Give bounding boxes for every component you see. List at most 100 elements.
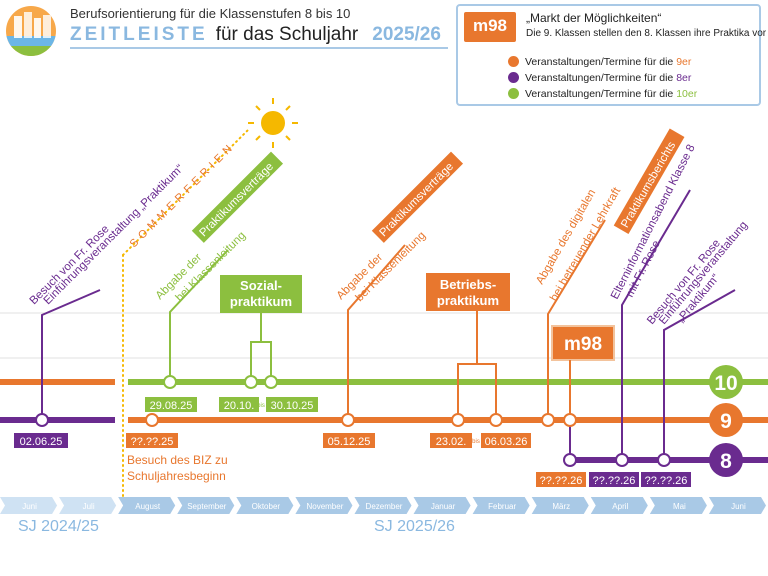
legend-item-9er: Veranstaltungen/Termine für die 9er bbox=[508, 56, 691, 68]
month-chevron bbox=[0, 497, 58, 514]
sozial-start-marker bbox=[244, 375, 258, 389]
vertraege9-tag: Praktikumsverträge bbox=[371, 151, 464, 243]
markt-date-box bbox=[536, 472, 586, 487]
month-label: Juli bbox=[83, 502, 95, 511]
month-chevron bbox=[472, 497, 530, 514]
rose-2025-connector bbox=[41, 289, 101, 420]
markt-logo-text: m98 bbox=[472, 16, 508, 35]
vertraege10-marker bbox=[163, 375, 177, 389]
grade10-label: 10 bbox=[714, 372, 737, 395]
month-label: Dezember bbox=[366, 502, 403, 511]
betrieb-end-date-box bbox=[481, 433, 531, 448]
title-mid: für das Schuljahr bbox=[215, 24, 359, 45]
sozialpraktikum-line1: Sozial- bbox=[240, 278, 282, 293]
month-label: Februar bbox=[488, 502, 516, 511]
legend-text: Veranstaltungen/Termine für die bbox=[525, 88, 677, 100]
header-subtitle: Berufsorientierung für die Klassenstufen… bbox=[70, 6, 351, 21]
sozial-start-date-box bbox=[219, 397, 259, 412]
sozial-end-date-box bbox=[266, 397, 318, 412]
vertraege10-date: 29.08.25 bbox=[150, 400, 193, 412]
legend-text: Veranstaltungen/Termine für die bbox=[525, 56, 677, 68]
title-word: ZEITLEISTE bbox=[70, 24, 208, 45]
markt-marker-9 bbox=[563, 413, 577, 427]
summer-divider-diagonal bbox=[122, 127, 251, 256]
biz-line2: Schuljahresbeginn bbox=[127, 469, 226, 483]
elternabend-marker bbox=[615, 453, 629, 467]
rose-2026-marker bbox=[657, 453, 671, 467]
month-chevron bbox=[177, 497, 235, 514]
rose-2026-date: ??.??.26 bbox=[645, 475, 688, 487]
vertraege10-connector bbox=[169, 249, 229, 382]
rose-2026-connector bbox=[663, 289, 736, 460]
grade9-label: 9 bbox=[720, 410, 732, 433]
betrieb-connector-end bbox=[477, 363, 497, 420]
vertraege10-date-box bbox=[145, 397, 197, 412]
vertraege9-date-box bbox=[323, 433, 375, 448]
biz-date-box bbox=[126, 433, 178, 448]
page-title: ZEITLEISTE für das Schuljahr 2025/26 bbox=[70, 24, 441, 46]
vertraege9-date: 05.12.25 bbox=[328, 436, 371, 448]
legend-item-8er: Veranstaltungen/Termine für die 8er bbox=[508, 72, 691, 84]
vertraege9-connector bbox=[347, 244, 406, 420]
rose-2026-line2: Einführungsveranstaltung bbox=[657, 219, 750, 327]
bericht-marker bbox=[541, 413, 555, 427]
betrieb-end-date: 06.03.26 bbox=[485, 436, 528, 448]
betriebspraktikum-line2: praktikum bbox=[437, 293, 499, 308]
betrieb-start-marker bbox=[451, 413, 465, 427]
markt-logo: m98 bbox=[464, 12, 516, 42]
sozial-connector-end bbox=[261, 341, 272, 382]
bericht-connector bbox=[547, 219, 606, 420]
month-chevron bbox=[649, 497, 707, 514]
month-label: Oktober bbox=[252, 502, 281, 511]
month-chevron bbox=[708, 497, 766, 514]
sozialpraktikum-box bbox=[220, 275, 302, 313]
vertraege9-marker bbox=[341, 413, 355, 427]
month-label: Januar bbox=[431, 502, 456, 511]
rose-2025-line1: Besuch von Fr. Rose bbox=[28, 223, 112, 307]
school-year-current: SJ 2025/26 bbox=[374, 518, 455, 535]
sozialpraktikum-line2: praktikum bbox=[230, 294, 292, 309]
sozial-end-marker bbox=[264, 375, 278, 389]
betrieb-connector-start bbox=[457, 311, 478, 420]
biz-date: ??.??.25 bbox=[131, 436, 174, 448]
legend-grade: 9er bbox=[676, 56, 692, 68]
betrieb-end-marker bbox=[489, 413, 503, 427]
biz-line1: Besuch des BIZ zu bbox=[127, 453, 228, 467]
markt-logo-box bbox=[551, 325, 615, 361]
biz-marker bbox=[145, 413, 159, 427]
betrieb-start-date: 23.02. bbox=[436, 436, 467, 448]
betrieb-separator: bis bbox=[472, 439, 480, 445]
legend-grade: 10er bbox=[676, 88, 698, 100]
rose-2026-date-box bbox=[641, 472, 691, 487]
month-label: Juni bbox=[22, 502, 37, 511]
purple-dot-icon bbox=[508, 72, 519, 83]
elternabend-connector bbox=[621, 189, 691, 460]
sozial-separator: bis bbox=[257, 403, 265, 409]
grade8-badge bbox=[709, 443, 743, 477]
rose-2025-marker bbox=[35, 413, 49, 427]
month-chevron bbox=[236, 497, 294, 514]
elternabend-date-box bbox=[589, 472, 639, 487]
grade10-badge bbox=[709, 365, 743, 399]
betriebspraktikum-box bbox=[426, 273, 510, 311]
month-chevron bbox=[531, 497, 589, 514]
month-label: Juni bbox=[731, 502, 746, 511]
month-label: November bbox=[306, 502, 343, 511]
sun-icon bbox=[248, 98, 298, 148]
month-chevron bbox=[118, 497, 176, 514]
legend-item-10er: Veranstaltungen/Termine für die 10er bbox=[508, 88, 697, 100]
month-label: Mai bbox=[673, 502, 686, 511]
month-label: September bbox=[187, 502, 226, 511]
markt-date: ??.??.26 bbox=[540, 475, 583, 487]
legend-title: „Markt der Möglichkeiten“ bbox=[526, 11, 662, 25]
markt-logo-label: m98 bbox=[564, 334, 602, 355]
rose-2025-date-box bbox=[14, 433, 68, 448]
markt-marker-8 bbox=[563, 453, 577, 467]
month-label: April bbox=[612, 502, 628, 511]
legend-box: m98 „Markt der Möglichkeiten“ Die 9. Kla… bbox=[456, 4, 766, 106]
title-year: 2025/26 bbox=[372, 24, 441, 45]
vertraege9-tag-text: Praktikumsverträge bbox=[377, 161, 456, 240]
month-chevron bbox=[295, 497, 353, 514]
